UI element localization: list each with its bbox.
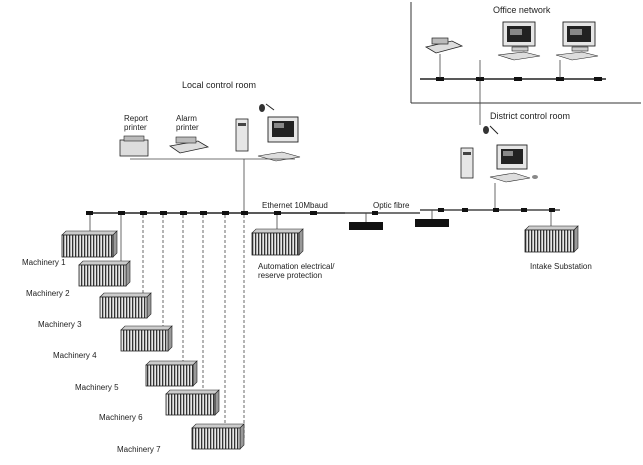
ethernet-label: Ethernet 10Mbaud [262, 201, 328, 210]
office-network-bus [420, 54, 606, 125]
plc-rack-icon [165, 389, 220, 416]
machinery-label: Machinery 3 [38, 320, 82, 329]
plc-rack-icon [251, 228, 304, 256]
local-room-links [130, 158, 295, 212]
optic-fibre-label: Optic fibre [373, 201, 410, 210]
district-control-room-label: District control room [490, 111, 571, 121]
plc-rack-icon [120, 325, 173, 352]
optic-converter-icon [415, 219, 449, 227]
automation-label: Automation electrical/ [258, 262, 335, 271]
workstation-icon [460, 125, 538, 183]
intake-substation-label: Intake Substation [530, 262, 592, 271]
optic-converter-icon [349, 222, 383, 230]
machinery-label: Machinery 2 [26, 289, 70, 298]
plc-rack-icon [61, 230, 118, 258]
printer-icon [168, 136, 210, 154]
machinery-label: Machinery 5 [75, 383, 119, 392]
machinery-label: Machinery 7 [117, 445, 161, 454]
office-network-label: Office network [493, 5, 551, 15]
machinery-label: Machinery 6 [99, 413, 143, 422]
alarm-printer-label: Alarm printer [176, 114, 199, 132]
optic-fibre-bus [345, 208, 560, 215]
plc-rack-icon [191, 423, 245, 450]
ethernet-bus [86, 211, 345, 215]
workstation-icon [555, 21, 599, 61]
plc-rack-icon [145, 360, 198, 387]
machinery-label: Machinery 1 [22, 258, 66, 267]
printer-icon [424, 37, 464, 54]
machinery-label: Machinery 4 [53, 351, 97, 360]
plc-rack-icon [78, 260, 131, 287]
report-printer-label: Report printer [124, 114, 149, 132]
workstation-icon [497, 21, 541, 61]
local-control-room-label: Local control room [182, 80, 257, 90]
reserve-protection-label: reserve protection [258, 271, 323, 280]
plc-rack-icon [524, 225, 579, 253]
printer-icon [119, 135, 149, 157]
plc-rack-icon [99, 292, 152, 319]
office-network-boundary [410, 2, 641, 104]
machinery-drops [89, 212, 552, 440]
workstation-icon [235, 103, 301, 162]
